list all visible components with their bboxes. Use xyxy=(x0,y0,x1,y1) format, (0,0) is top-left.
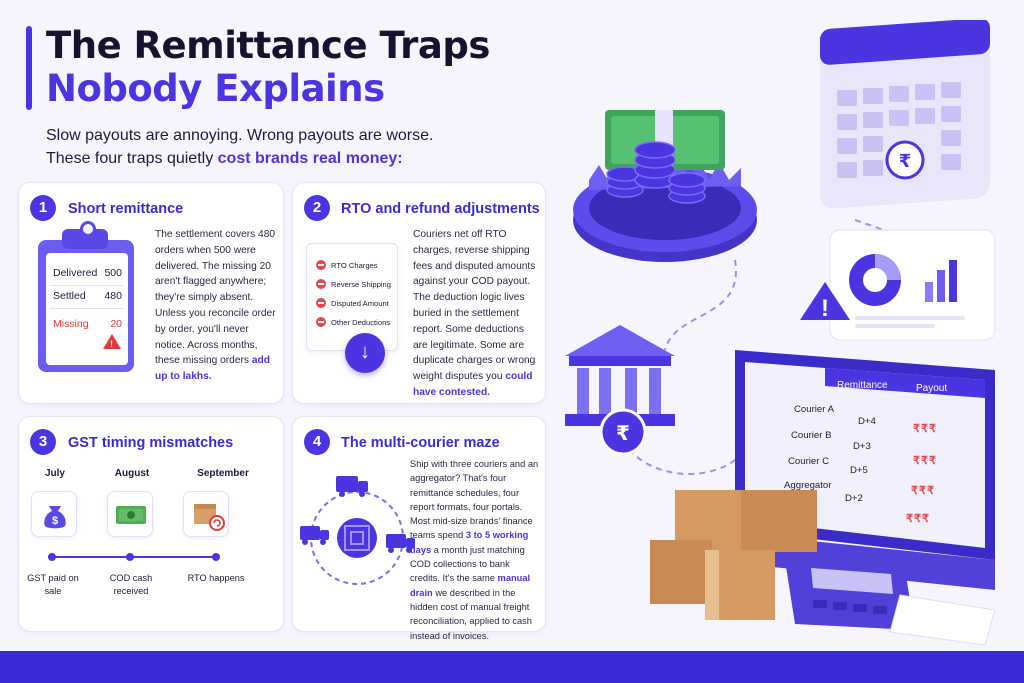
table-cell-courier: Courier C xyxy=(788,456,830,467)
card-body-highlight: could have contested. xyxy=(413,371,533,398)
table-cell-payout: ₹₹₹ xyxy=(906,513,930,525)
card-number-badge: 4 xyxy=(304,429,330,455)
card-number-badge: 3 xyxy=(30,429,56,455)
warning-exclamation: ! xyxy=(110,339,113,349)
table-cell-courier: Courier B xyxy=(791,430,832,441)
title-line-1: The Remittance Traps xyxy=(46,24,490,67)
svg-text:$: $ xyxy=(52,515,58,527)
title-accent-bar xyxy=(26,26,32,110)
table-cell-payout: ₹₹₹ xyxy=(913,455,937,467)
bottom-band xyxy=(0,651,1024,683)
receipt-item: Disputed Amount xyxy=(331,299,389,308)
table-cell-remittance: D+3 xyxy=(853,441,871,452)
divider xyxy=(50,285,124,286)
card-multi-courier xyxy=(292,416,546,632)
minus-icon xyxy=(316,260,326,270)
cash-icon xyxy=(107,491,153,537)
timeline-dot xyxy=(126,553,134,561)
subtitle-line-2: These four traps quietly cost brands rea… xyxy=(46,147,433,170)
timeline-label: GST paid on sale xyxy=(27,573,79,596)
table-cell-remittance: D+4 xyxy=(858,416,876,427)
warning-icon xyxy=(103,334,121,349)
subtitle: Slow payouts are annoying. Wrong payouts… xyxy=(46,124,433,170)
clipboard-label: Settled xyxy=(53,290,86,302)
page-title: The Remittance Traps Nobody Explains xyxy=(46,24,490,110)
table-cell-courier: Courier A xyxy=(794,404,834,415)
card-body: The settlement covers 480 orders when 50… xyxy=(155,227,277,385)
card-number-badge: 2 xyxy=(304,195,330,221)
subtitle-prefix: These four traps quietly xyxy=(46,150,218,167)
svg-text:!: ! xyxy=(821,295,829,322)
table-cell-courier: Aggregator xyxy=(784,480,832,491)
money-bag-icon: $ xyxy=(31,491,77,537)
card-title: RTO and refund adjustments xyxy=(341,201,540,217)
card-body-text: Couriers net off RTO charges, reverse sh… xyxy=(413,229,536,383)
table-cell-payout: ₹₹₹ xyxy=(911,485,935,497)
svg-text:₹: ₹ xyxy=(899,151,912,172)
subtitle-line-1: Slow payouts are annoying. Wrong payouts… xyxy=(46,127,434,144)
card-body: Ship with three couriers and an aggregat… xyxy=(410,457,542,643)
clipboard-label: Delivered xyxy=(53,267,98,279)
card-body-text: The settlement covers 480 orders when 50… xyxy=(155,229,276,367)
month-label: July xyxy=(44,468,65,479)
svg-text:₹: ₹ xyxy=(616,421,630,445)
timeline-dot xyxy=(212,553,220,561)
timeline-dot xyxy=(48,553,56,561)
receipt-icon xyxy=(306,243,398,351)
table-cell-remittance: D+2 xyxy=(845,493,863,504)
receipt-item: RTO Charges xyxy=(331,261,378,270)
clipboard-value-missing: 20 xyxy=(110,318,122,330)
table-cell-payout: ₹₹₹ xyxy=(913,423,937,435)
timeline-label: COD cash received xyxy=(109,573,153,596)
card-title: GST timing mismatches xyxy=(68,435,234,451)
subtitle-highlight: cost brands real money: xyxy=(217,150,403,167)
return-box-icon xyxy=(183,491,229,537)
courier-maze-icon xyxy=(296,470,418,601)
clipboard-value: 480 xyxy=(104,290,122,302)
receipt-item: Other Deductions xyxy=(331,318,391,327)
card-body-text: a month just matching COD collections to… xyxy=(410,544,525,584)
month-label: September xyxy=(197,468,249,479)
card-body-highlight: 3 to 5 working days xyxy=(410,530,529,555)
clipboard-label-missing: Missing xyxy=(53,318,89,330)
table-header: Payout xyxy=(916,383,948,394)
minus-icon xyxy=(316,279,326,289)
card-number-badge: 1 xyxy=(30,195,56,221)
minus-icon xyxy=(316,298,326,308)
receipt-item: Reverse Shipping xyxy=(331,280,391,289)
arrow-down-icon: ↓ xyxy=(345,333,385,373)
hero-illustration: ₹ ! ₹ xyxy=(555,18,1020,655)
clipboard-clip xyxy=(62,221,108,249)
title-line-2: Nobody Explains xyxy=(46,67,385,110)
timeline-label: RTO happens xyxy=(187,573,245,583)
table-cell-remittance: D+5 xyxy=(850,465,868,476)
month-label: August xyxy=(114,468,150,479)
timeline-line xyxy=(52,556,217,558)
minus-icon xyxy=(316,317,326,327)
card-title: Short remittance xyxy=(68,201,184,217)
card-body-text: we described in the hidden cost of manua… xyxy=(410,587,532,641)
card-body-text: Ship with three couriers and an aggregat… xyxy=(410,459,539,541)
table-header: Remittance xyxy=(837,380,888,391)
card-body-highlight: manual drain xyxy=(410,573,531,598)
card-title: The multi-courier maze xyxy=(341,435,500,451)
divider xyxy=(50,308,124,309)
clipboard-value: 500 xyxy=(104,267,122,279)
card-body: Couriers net off RTO charges, reverse sh… xyxy=(413,227,541,401)
card-body-highlight: add up to lakhs. xyxy=(155,355,270,383)
